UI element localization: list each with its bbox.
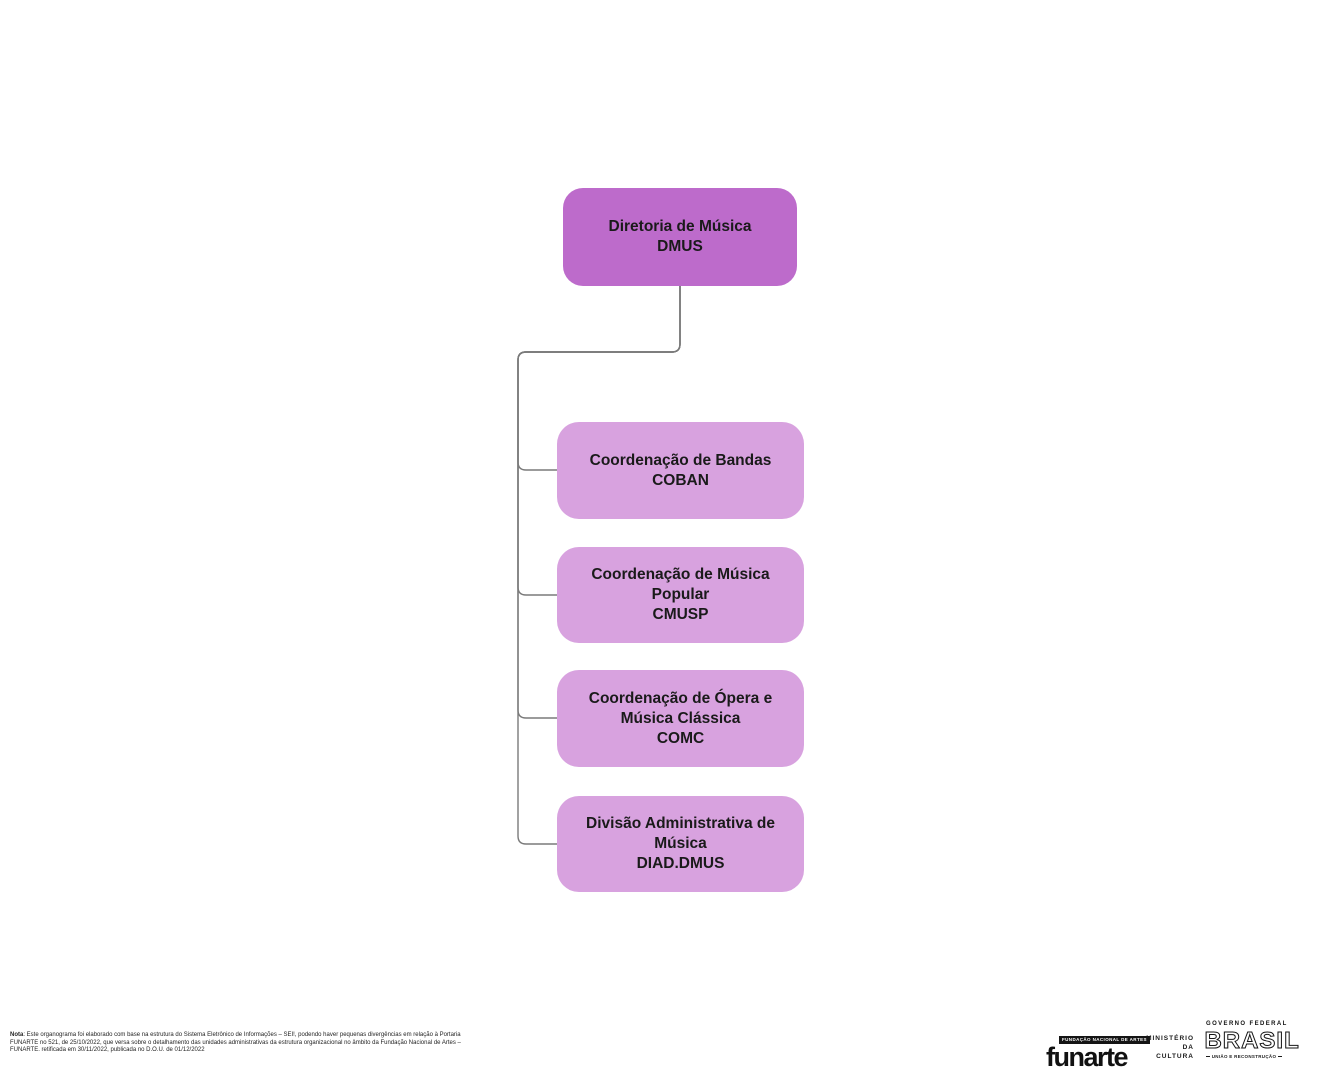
org-node-cmusp: Coordenação de Música Popular CMUSP (557, 547, 804, 643)
footnote-label: Nota (10, 1032, 24, 1038)
org-node-dmus: Diretoria de Música DMUS (563, 188, 797, 286)
ministry-line2: CULTURA (1156, 1053, 1194, 1060)
footnote-text: : Este organograma foi elaborado com bas… (10, 1032, 461, 1053)
footnote: Nota: Este organograma foi elaborado com… (10, 1032, 466, 1055)
gov-slogan: UNIÃO E RECONSTRUÇÃO (1206, 1054, 1283, 1059)
org-node-code: DMUS (657, 238, 703, 255)
gov-slogan-text: UNIÃO E RECONSTRUÇÃO (1211, 1054, 1277, 1059)
connector-diad (517, 286, 681, 845)
org-node-name: Coordenação de Ópera e Música Clássica (588, 689, 773, 727)
org-node-name: Divisão Administrativa de Música (586, 815, 775, 852)
gov-header: GOVERNO FEDERAL (1206, 1021, 1288, 1027)
brasil-wordmark: BRASIL (1204, 1027, 1300, 1054)
org-node-comc: Coordenação de Ópera e Música Clássica C… (557, 670, 804, 767)
ministry-line1: MINISTÉRIO DA (1146, 1035, 1194, 1051)
rule-left (1206, 1056, 1210, 1057)
org-node-coban: Coordenação de Bandas COBAN (557, 422, 804, 519)
funarte-wordmark: funarte (1046, 1042, 1129, 1072)
org-node-code: COMC (656, 729, 705, 747)
funarte-logo: FUNDAÇÃO NACIONAL DE ARTES funarte (1046, 1028, 1150, 1072)
org-node-name: Coordenação de Música Popular (591, 566, 770, 603)
org-node-code: DIAD.DMUS (636, 855, 725, 872)
org-node-name: Coordenação de Bandas (589, 451, 772, 469)
ministerio-cultura-logo: MINISTÉRIO DA CULTURA (1136, 1034, 1194, 1061)
governo-federal-brasil-logo: GOVERNO FEDERAL BRASIL UNIÃO E RECONSTRU… (1204, 1021, 1300, 1059)
org-node-code: COBAN (652, 471, 709, 489)
org-node-diad: Divisão Administrativa de Música DIAD.DM… (557, 796, 804, 892)
org-node-code: CMUSP (652, 606, 709, 623)
funarte-tagline: FUNDAÇÃO NACIONAL DE ARTES (1059, 1035, 1150, 1044)
org-node-name: Diretoria de Música (608, 218, 752, 235)
rule-right (1278, 1056, 1283, 1057)
